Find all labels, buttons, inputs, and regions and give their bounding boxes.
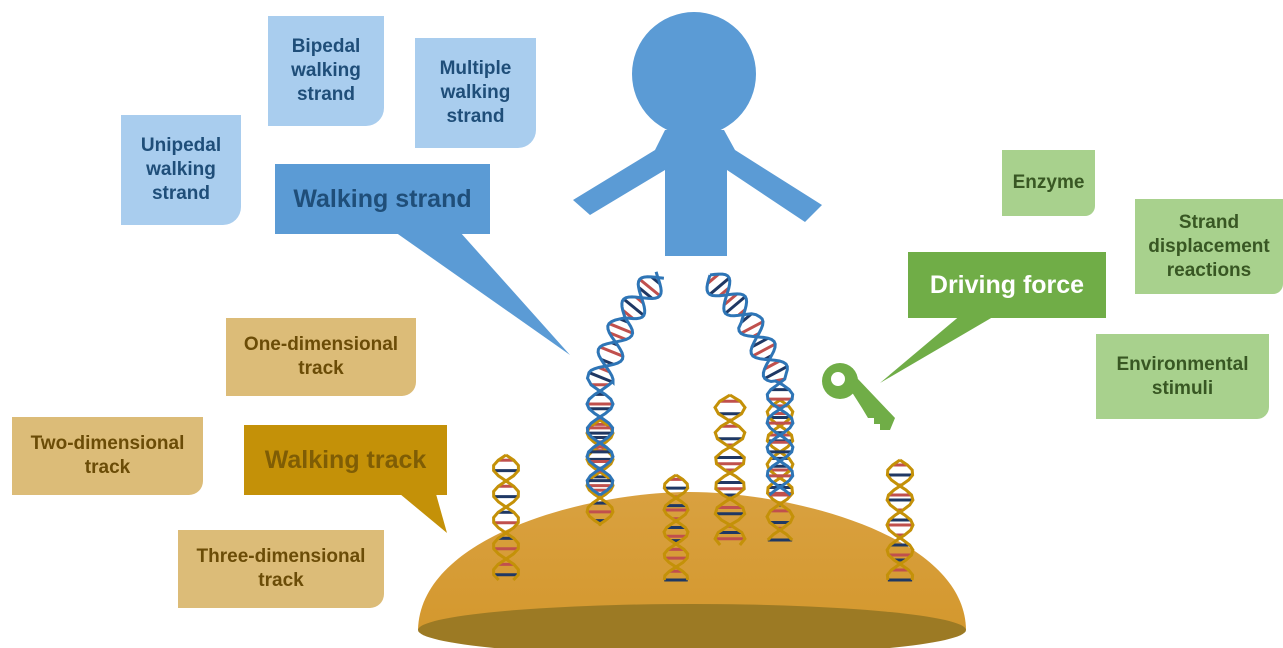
base-pair (588, 371, 614, 384)
base-pair (723, 292, 739, 307)
base-pair (622, 297, 645, 317)
base-pair (608, 322, 634, 335)
base-pair (637, 286, 654, 300)
base-pair (638, 278, 661, 297)
dna-helix-icon (885, 458, 915, 582)
base-pair (763, 359, 781, 371)
dna-helices (492, 271, 915, 582)
dna-helix-icon (705, 272, 795, 497)
strand-displacement-reactions-box: Strand displacement reactions (1135, 199, 1283, 294)
surface-dome-icon (418, 492, 966, 648)
walking-track-callout-tail (400, 494, 447, 533)
backbone-strand (585, 271, 663, 497)
bipedal-walking-strand-box: Bipedal walking strand (268, 16, 384, 126)
backbone-strand (713, 393, 747, 546)
backbone-strand (705, 274, 795, 497)
backbone-strand (585, 275, 665, 497)
base-pair (608, 331, 627, 341)
base-pair (724, 295, 747, 315)
backbone-strand (662, 473, 690, 581)
dna-helix-icon (713, 393, 747, 546)
backbone-strand (709, 272, 795, 497)
dna-helix-icon (585, 271, 665, 497)
key-icon (822, 363, 895, 430)
multiple-walking-strand-box: Multiple walking strand (415, 38, 536, 148)
driving-force-label: Driving force (908, 252, 1106, 318)
backbone-strand (713, 393, 747, 546)
walking-track-label: Walking track (244, 425, 447, 495)
backbone-strand (885, 458, 915, 581)
one-dimensional-track-box: One-dimensional track (226, 318, 416, 396)
base-pair (752, 342, 776, 358)
backbone-strand (885, 458, 915, 581)
environmental-stimuli-box: Environmental stimuli (1096, 334, 1269, 419)
dna-helix-icon (492, 453, 520, 582)
base-pair (751, 336, 769, 349)
base-pair (763, 365, 789, 380)
driving-force-callout-tail (880, 314, 998, 383)
base-pair (599, 345, 624, 358)
two-dimensional-track-box: Two-dimensional track (12, 417, 203, 495)
enzyme-box: Enzyme (1002, 150, 1095, 216)
unipedal-walking-strand-box: Unipedal walking strand (121, 115, 241, 225)
dna-helix-icon (662, 473, 690, 582)
walker-figure-icon (573, 12, 822, 256)
walking-strand-label: Walking strand (275, 164, 490, 234)
backbone-strand (492, 453, 520, 582)
base-pair (708, 276, 731, 296)
walking-strand-callout-tail (395, 232, 570, 355)
base-pair (740, 320, 764, 335)
backbone-strand (662, 473, 690, 581)
three-dimensional-track-box: Three-dimensional track (178, 530, 384, 608)
